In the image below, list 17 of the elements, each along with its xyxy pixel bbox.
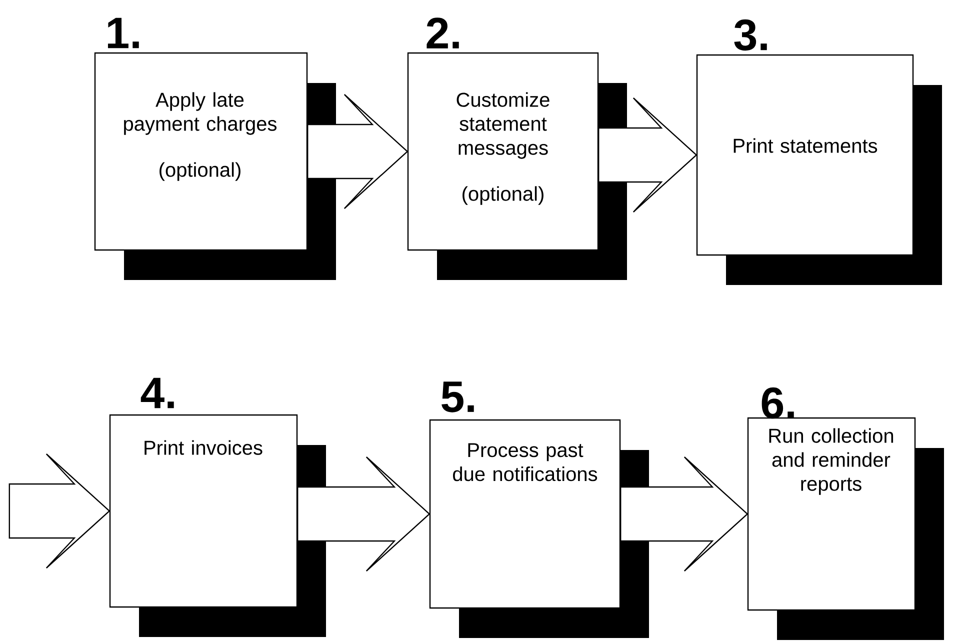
step-text: Print invoices	[144, 440, 262, 455]
block-arrow	[620, 456, 748, 572]
block-arrow	[297, 456, 430, 572]
step-text: Run collection and reminder reports	[769, 428, 894, 495]
step-number: 5.	[442, 382, 474, 412]
block-arrow	[8, 453, 110, 569]
step-number: 2.	[426, 18, 459, 48]
step-text: Print statements	[734, 138, 878, 153]
step-number: 1.	[108, 18, 139, 48]
step-text: Customize statement messages (optional)	[456, 92, 550, 205]
step-text: Process past due notifications	[453, 443, 598, 482]
block-arrow	[598, 97, 698, 213]
step-text: Apply late payment charges (optional)	[124, 92, 276, 181]
step-number: 6.	[762, 387, 794, 419]
step-number: 4.	[140, 378, 174, 408]
block-arrow	[307, 94, 408, 210]
step-number: 3.	[734, 19, 767, 51]
